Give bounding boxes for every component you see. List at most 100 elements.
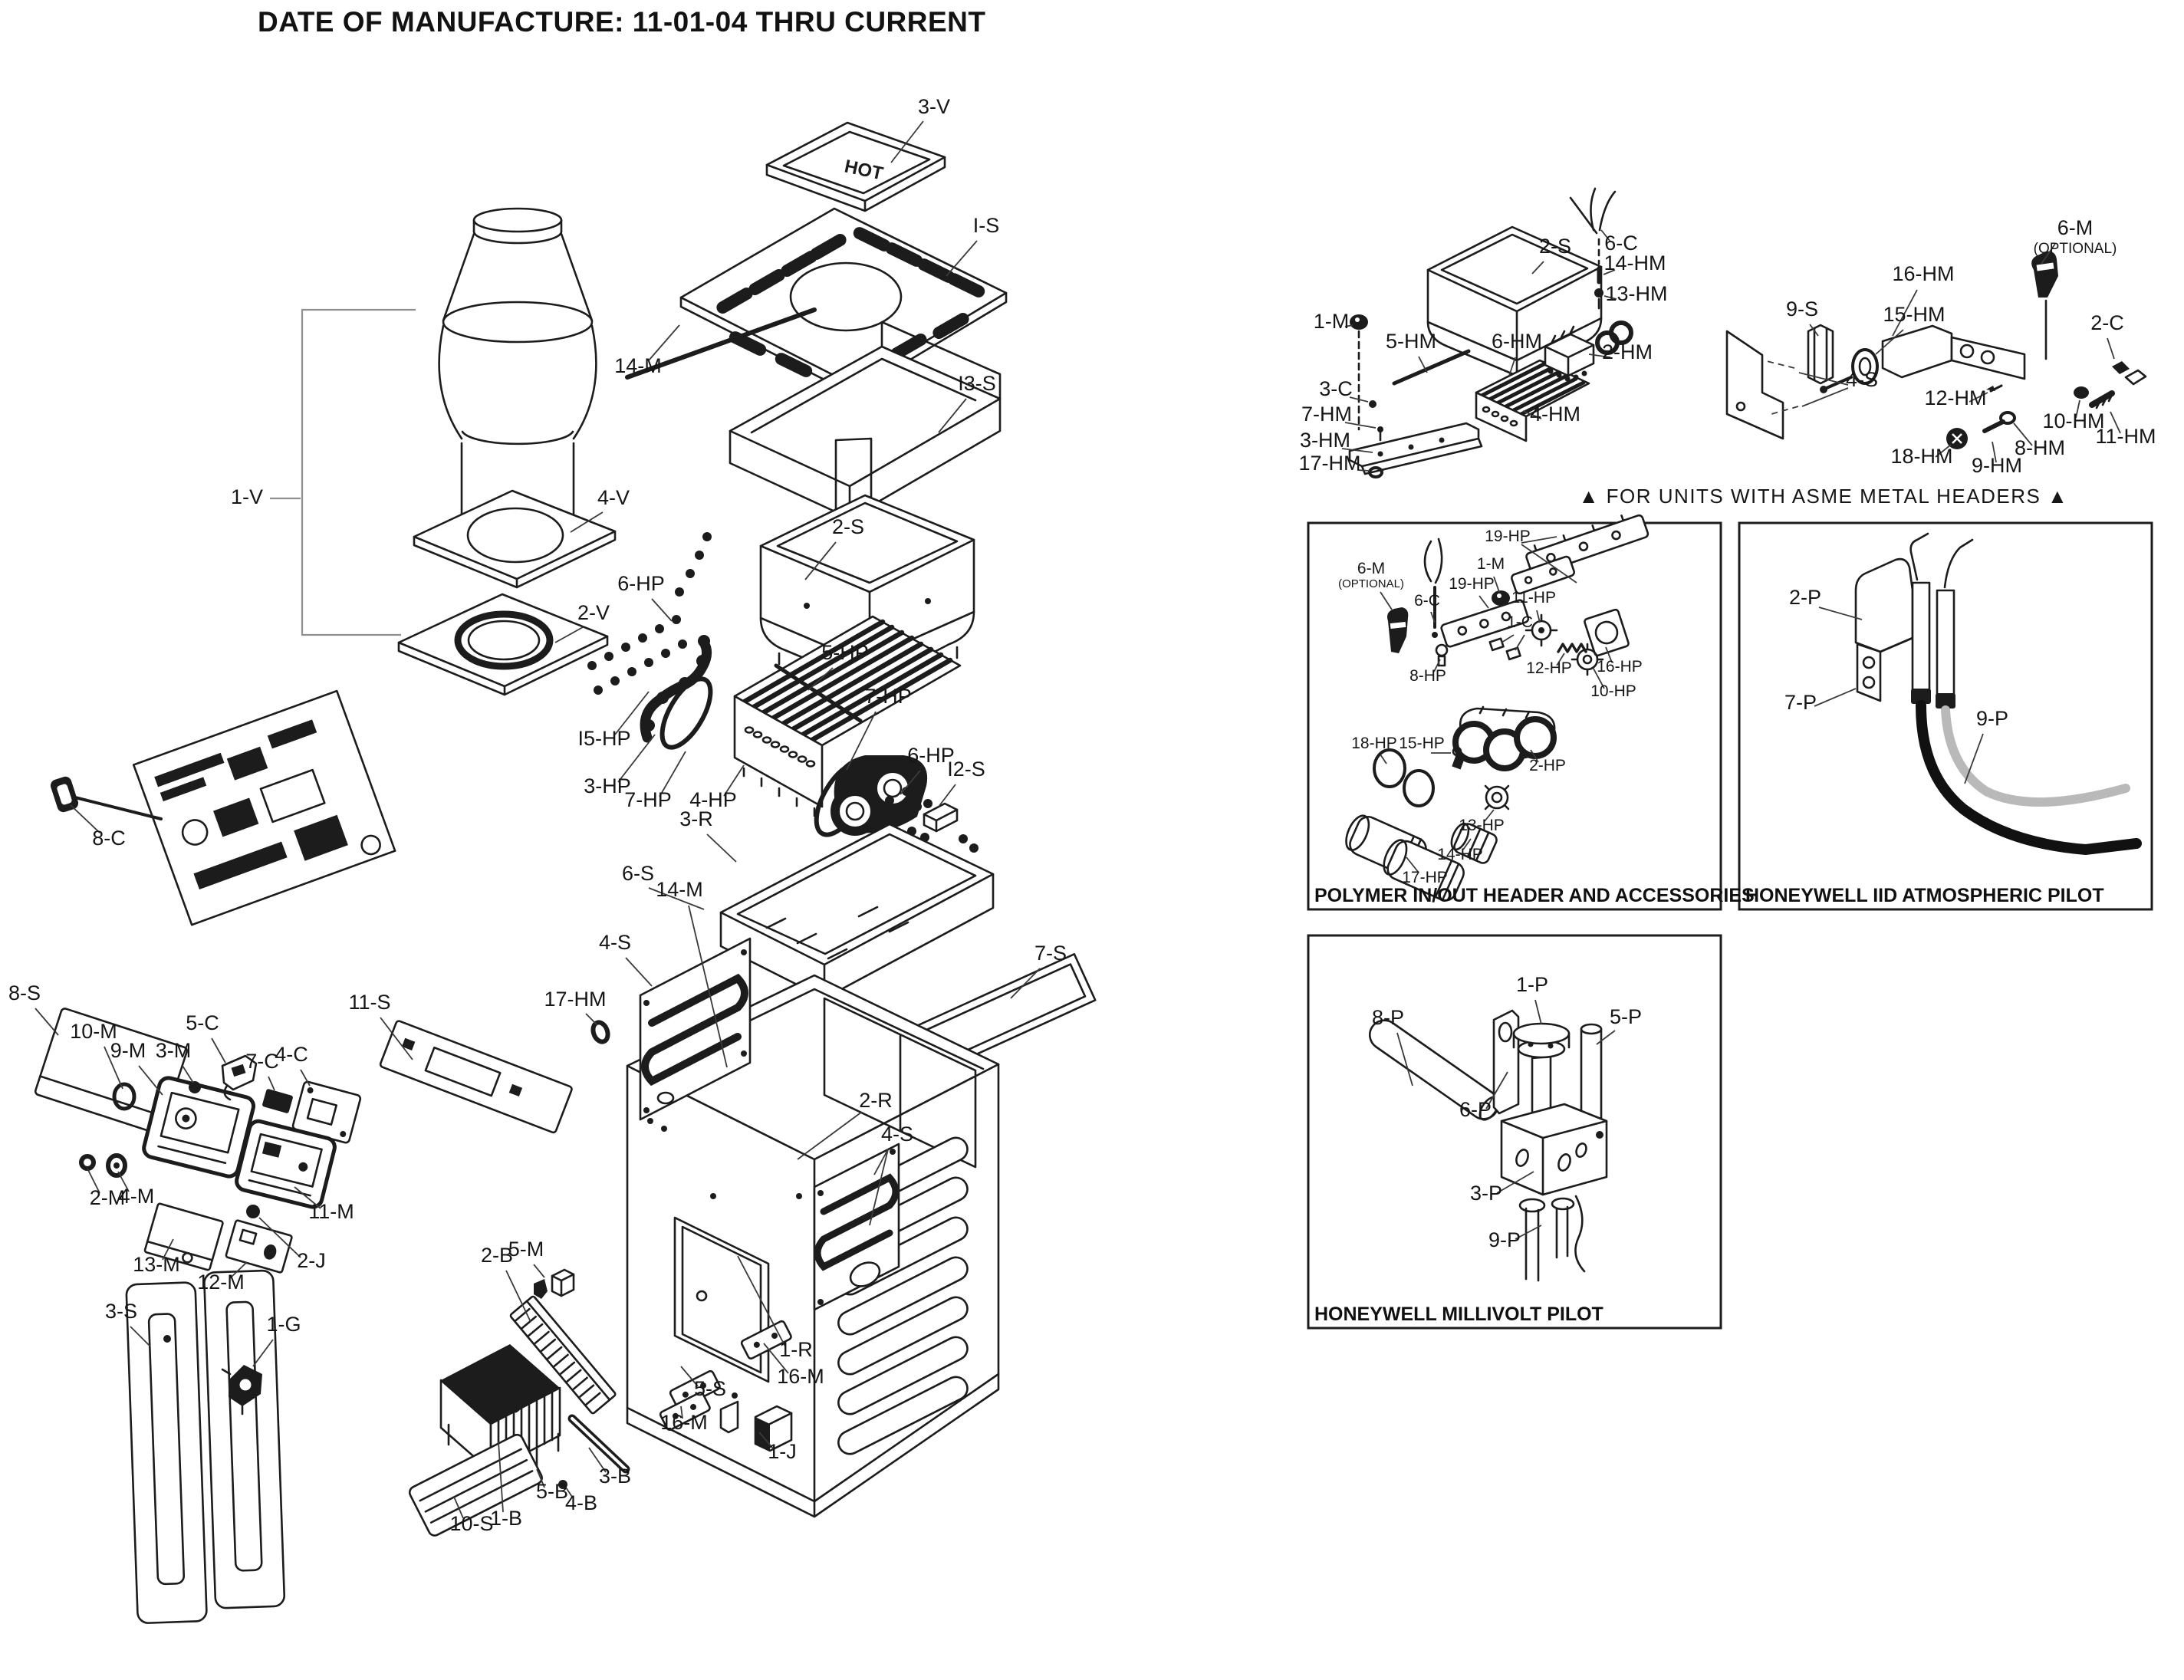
leader-line: [211, 1037, 226, 1064]
leader-line: [35, 1008, 59, 1036]
part-label: 19-HP: [1449, 575, 1495, 593]
part-7c-pad: [262, 1089, 293, 1113]
part-label: 16-HP: [1597, 658, 1643, 676]
part-label: I3-S: [958, 372, 996, 395]
leader-line: [1349, 396, 1369, 403]
part-3m-grommet: [189, 1081, 201, 1093]
part-19hp-manifolds: [1440, 514, 1650, 648]
leader-line: [229, 1261, 248, 1279]
leader-line: [2075, 399, 2080, 419]
leader-line: [648, 887, 705, 910]
part-11m-bezel: [235, 1119, 337, 1209]
part-label: 4-S: [881, 1123, 913, 1146]
part-label: 11-S: [348, 991, 390, 1014]
part-label: 3-B: [599, 1465, 631, 1488]
part-label: 2-HP: [1529, 757, 1566, 774]
part-label: 1-M: [1477, 555, 1505, 573]
part-label: 4-S: [599, 931, 631, 954]
part-label: 12-M: [197, 1271, 245, 1294]
part-15hp-gasket: [640, 635, 712, 743]
part-7hm-screw: [1377, 426, 1383, 442]
leader-line: [1596, 1030, 1616, 1045]
part-mv-pilot: [1368, 1009, 1608, 1282]
leader-line: [268, 1076, 275, 1091]
part-3b-bar: [567, 1414, 630, 1474]
leader-line: [1521, 536, 1557, 544]
part-label: 12-HP: [1526, 659, 1572, 677]
leader-line: [1534, 999, 1542, 1025]
leader-line: [2041, 243, 2056, 265]
part-4m-ring: [106, 1153, 127, 1178]
part-2b-comb: [509, 1295, 617, 1415]
part-4hp-heat-exchanger: [733, 615, 962, 817]
part-cabinet: [626, 974, 1000, 1518]
part-label: 1-P: [1516, 973, 1548, 996]
part-label: 5-B: [536, 1480, 568, 1503]
leader-line: [533, 1264, 545, 1278]
leader-line: [2107, 337, 2115, 360]
part-2m-grommet: [79, 1154, 96, 1171]
leader-line: [554, 626, 584, 643]
leader-line: [1344, 324, 1353, 327]
part-label: 9-HM: [1972, 454, 2022, 477]
part-label: 2-C: [2090, 311, 2124, 334]
page-title: DATE OF MANUFACTURE: 11-01-04 THRU CURRE…: [258, 6, 986, 38]
leader-line: [1801, 387, 1849, 407]
part-label: 7-P: [1784, 691, 1817, 714]
part-label: 1-M: [1314, 310, 1350, 333]
part-1m-grommet-polymer: [1492, 590, 1510, 606]
leader-line: [1010, 968, 1041, 999]
leader-line: [1892, 289, 1918, 337]
leader-line: [453, 1496, 464, 1519]
part-label: 9-P: [1976, 707, 2008, 730]
part-label: (OPTIONAL): [2034, 241, 2117, 257]
part-label: 17-HM: [1298, 452, 1360, 475]
part-label: 3-S: [105, 1300, 137, 1323]
part-label: 4-V: [597, 486, 630, 509]
part-label: 14-M: [656, 878, 703, 901]
leader-line: [617, 734, 656, 783]
part-label: 7-C: [245, 1050, 279, 1073]
leader-line: [1603, 269, 1616, 275]
leader-line: [498, 1441, 504, 1513]
leader-line: [1969, 392, 1988, 403]
part-label: 7-HP: [624, 788, 672, 811]
leader-line: [900, 770, 921, 795]
part-label: 10-HP: [1590, 682, 1636, 700]
leader-line: [1556, 653, 1565, 666]
part-label: 9-P: [1488, 1228, 1521, 1251]
part-label: 9-S: [1786, 298, 1818, 321]
leader-line: [1814, 688, 1857, 707]
part-3hm-rail: [1348, 422, 1483, 475]
part-label: 17-HP: [1402, 869, 1448, 886]
part-1c-clips: [1488, 637, 1521, 661]
part-label: 6-HP: [617, 572, 665, 595]
part-label: 4-S: [1846, 368, 1878, 391]
leader-line: [1484, 809, 1495, 822]
part-5hp-gasket-rod: [774, 663, 863, 723]
part-5c-bracket: [221, 1054, 258, 1101]
part-6c-wire-polymer: [1423, 538, 1443, 638]
part-label: 4-HP: [689, 788, 737, 811]
leader-line: [1430, 611, 1436, 623]
part-13s-panel: [729, 321, 1002, 520]
part-iid-pilot: [1854, 532, 2142, 856]
part-label: 18-HP: [1351, 735, 1397, 752]
leader-line: [723, 764, 745, 797]
part-label: 14-HP: [1437, 846, 1483, 863]
part-10m-ring: [112, 1082, 136, 1111]
part-16hp-flange: [1584, 608, 1630, 657]
part-12hp-spring: [1557, 643, 1587, 653]
part-label: 3-C: [1319, 377, 1353, 400]
part-label: 11-HM: [2095, 425, 2156, 448]
part-11hp-rosette: [1525, 613, 1558, 647]
part-3s-panels: [125, 1269, 286, 1624]
part-14hp-coupling: [1450, 822, 1498, 864]
leader-line: [797, 1111, 863, 1160]
part-label: 1-C: [1507, 613, 1533, 631]
part-label: 8-P: [1372, 1006, 1404, 1029]
leader-line: [1521, 544, 1577, 584]
leader-line: [252, 1339, 274, 1367]
part-6c-wires-asme: [1569, 187, 1617, 265]
